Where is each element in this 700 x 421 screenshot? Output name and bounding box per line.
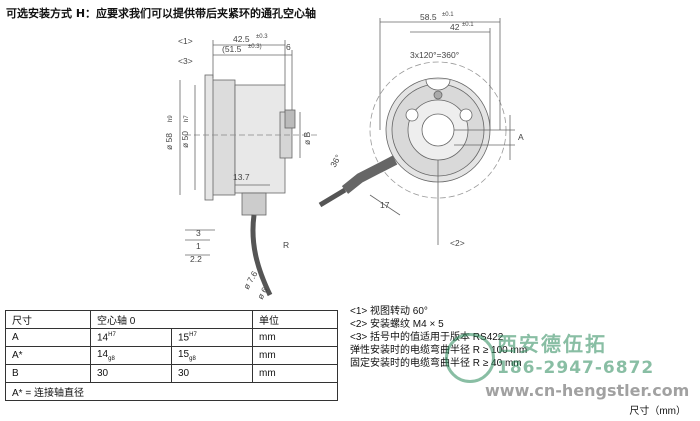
row-a-unit: mm <box>252 328 338 347</box>
len-51-5: (51.5 <box>222 44 242 54</box>
row-b-key: B <box>5 364 91 383</box>
front-42-tol: ±0.1 <box>462 22 474 28</box>
note-2: <2> 安装螺纹 M4 × 5 <box>350 319 444 330</box>
len-3: 3 <box>196 228 201 238</box>
flange-body <box>209 79 236 196</box>
col-header-unit: 单位 <box>252 310 338 329</box>
bend-radius-r: R <box>283 240 289 250</box>
table-header-row: 尺寸 空心轴 0 单位 <box>5 310 338 329</box>
table-row: A 14H7 15H7 mm <box>5 328 338 347</box>
note-3: <3> 括号中的值适用于版本 RS422 <box>350 332 504 343</box>
front-angle: 3x120°=360° <box>410 50 459 60</box>
watermark-logo-icon <box>445 333 495 383</box>
note-4: 弹性安装时的电缆弯曲半径 R ≥ 100 mm <box>350 345 528 356</box>
dia-58: ø 58 <box>164 133 174 150</box>
technical-drawing: <1> 42.5 ±0.3 (51.5 ±0.3) 6 <3> ø 58 h9 … <box>164 12 524 300</box>
row-astar-key: A* <box>5 346 91 365</box>
row-a-v2: 15H7 <box>171 328 253 347</box>
row-a-v1: 14H7 <box>90 328 172 347</box>
table-footnote: A* = 连接轴直径 <box>5 382 338 401</box>
len-51-5-tol: ±0.3) <box>248 44 262 50</box>
watermark-phone: 186-2947-6872 <box>497 358 655 378</box>
dia-50: ø 50 <box>180 131 190 148</box>
row-astar-v2: 15g8 <box>171 346 253 365</box>
dia-6: ø 6 <box>255 285 270 300</box>
label-1: <1> <box>178 36 193 46</box>
watermark-company: 西安德伍拓 <box>497 332 607 356</box>
note-5: 固定安装时的电缆弯曲半径 R ≥ 40 mm <box>350 358 522 369</box>
front-17: 17 <box>380 200 390 210</box>
table-footnote-row: A* = 连接轴直径 <box>5 382 338 401</box>
dia-50-tol: h7 <box>184 115 190 122</box>
dia-b: ø B <box>302 131 312 145</box>
label-2: <2> <box>450 238 465 248</box>
len-1: 1 <box>196 241 201 251</box>
hollow-shaft-bore <box>421 113 455 147</box>
row-a-key: A <box>5 328 91 347</box>
col-header-shaft: 空心轴 0 <box>90 310 253 329</box>
watermark-url: www.cn-hengstler.com <box>485 381 690 400</box>
width-6: 6 <box>286 42 291 52</box>
col-header-size: 尺寸 <box>5 310 91 329</box>
row-b-v2: 30 <box>171 364 253 383</box>
table-row: B 30 30 mm <box>5 364 338 383</box>
len-42-5-tol: ±0.3 <box>256 34 268 40</box>
note-1: <1> 视图转动 60° <box>350 306 428 317</box>
notes-block: <1> 视图转动 60° <2> 安装螺纹 M4 × 5 <3> 括号中的值适用… <box>350 305 527 370</box>
row-b-unit: mm <box>252 364 338 383</box>
clamp-screw <box>284 109 296 129</box>
front-a: A <box>518 132 524 142</box>
row-astar-unit: mm <box>252 346 338 365</box>
dimension-table: 尺寸 空心轴 0 单位 A 14H7 15H7 mm A* 14g8 15g8 … <box>5 310 338 401</box>
flange-ring <box>204 74 214 201</box>
front-58-5-tol: ±0.1 <box>442 12 454 18</box>
label-3: <3> <box>178 56 193 66</box>
dia-7-6: ø 7.6 <box>241 269 259 291</box>
cable-gland <box>241 192 267 216</box>
len-13-7: 13.7 <box>233 172 250 182</box>
page-title: 可选安装方式 H：应要求我们可以提供带后夹紧环的通孔空心轴 <box>6 7 317 20</box>
cable <box>250 214 273 297</box>
row-astar-v1: 14g8 <box>90 346 172 365</box>
front-58-5: 58.5 <box>420 12 437 22</box>
len-42-5: 42.5 <box>233 34 250 44</box>
unit-label: 尺寸（mm） <box>629 406 686 417</box>
front-42: 42 <box>450 22 460 32</box>
row-b-v1: 30 <box>90 364 172 383</box>
dia-58-tol: h9 <box>168 115 174 122</box>
front-36-deg: 36° <box>328 153 343 169</box>
table-row: A* 14g8 15g8 mm <box>5 346 338 365</box>
len-2-2: 2.2 <box>190 254 202 264</box>
